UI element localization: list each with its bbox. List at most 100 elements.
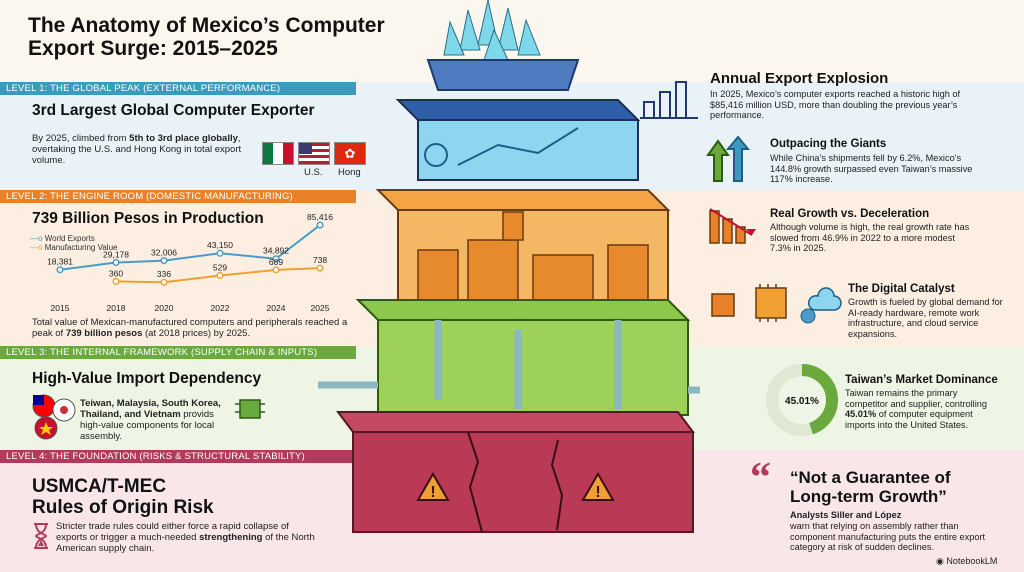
hourglass-icon (34, 523, 48, 549)
taiwan-text-bold: 45.01% (845, 409, 877, 419)
notebooklm-brand: ◉ NotebookLM (936, 556, 997, 567)
left3-text: Teiwan, Malaysia, South Korea, Thailand,… (80, 398, 230, 442)
data-point (160, 257, 168, 265)
data-label: 34,892 (263, 246, 289, 256)
svg-text:!: ! (430, 484, 435, 501)
data-label: 689 (269, 257, 283, 267)
level2-label: LEVEL 2: THE ENGINE ROOM (DOMESTIC MANUF… (0, 190, 356, 203)
left2-text-bold: 739 billion pesos (65, 328, 143, 339)
taiwan-share-donut: 45.01% (766, 364, 838, 436)
chip-cloud-icon (711, 284, 842, 324)
quote-text: warn that relying on assembly rather tha… (790, 521, 986, 552)
digital-catalyst-title: The Digital Catalyst (848, 283, 955, 295)
data-label: 29,178 (103, 250, 129, 260)
hk-flag-label: Hong (338, 167, 361, 178)
data-point (272, 255, 280, 263)
level3-room (377, 319, 689, 416)
annual-export-text: In 2025, Mexico’s computer exports reach… (710, 89, 961, 120)
quote-line1: “Not a Guarantee of (790, 468, 951, 487)
left1-heading: 3rd Largest Global Computer Exporter (32, 102, 315, 119)
left4-heading-line2: Rules of Origin Risk (32, 497, 214, 518)
data-point (316, 221, 324, 229)
quote-mark-icon: “ (750, 455, 771, 501)
data-point (216, 249, 224, 257)
pipes (318, 320, 700, 410)
data-label: 529 (213, 262, 227, 272)
left3-text-bold: Teiwan, Malaysia, South Korea, Thailand,… (80, 398, 221, 420)
left1-text: By 2025, climbed from 5th to 3rd place g… (32, 133, 242, 166)
donut-label: 45.01% (785, 396, 819, 407)
warning-icon: ! (416, 471, 450, 501)
cracks (467, 431, 564, 533)
legend-item-manufacturing: —o Manufacturing Value (30, 243, 118, 252)
data-point (112, 258, 120, 267)
asian-flags-icon (32, 394, 76, 440)
x-tick-label: 2020 (155, 303, 174, 313)
factory-machines (417, 211, 649, 301)
legend-item-exports: —o World Exports (30, 234, 95, 243)
chart-legend: —o World Exports —o Manufacturing Value (30, 234, 117, 252)
real-growth-text: Although volume is high, the real growth… (770, 222, 970, 253)
donut-share-arc (766, 364, 838, 436)
quote-heading: “Not a Guarantee of Long-term Growth” (790, 468, 951, 506)
data-point (216, 271, 224, 280)
digital-catalyst-text: Growth is fueled by global demand for AI… (848, 297, 1003, 339)
us-flag-icon (298, 142, 330, 165)
left4-text: Stricter trade rules could either force … (56, 521, 321, 554)
giants-text: While China’s shipments fell by 6.2%, Me… (770, 153, 973, 184)
declining-bars-icon (709, 208, 756, 244)
title-line2: Export Surge: 2015–2025 (28, 37, 278, 60)
level3-top (355, 299, 691, 321)
tower-illustration: ! ! (318, 0, 700, 533)
taiwan-text-a: Taiwan remains the primary competitor an… (845, 388, 987, 409)
level4-label: LEVEL 4: THE FOUNDATION (RISKS & STRUCTU… (0, 450, 356, 463)
data-label: 18,381 (47, 257, 73, 267)
arrows-up-icon (706, 135, 751, 182)
data-label: 43,150 (207, 240, 233, 250)
left1-text-c: , overtaking the U.S. and Hong Kong in t… (32, 133, 242, 166)
x-tick-label: 2015 (51, 303, 70, 313)
left4-text-bold: strengthening (199, 532, 263, 543)
left4-text-c: of the North American supply chain. (56, 532, 315, 554)
real-growth-title: Real Growth vs. Deceleration (770, 208, 930, 220)
data-label: 85,416 (307, 212, 333, 222)
svg-text:!: ! (595, 484, 600, 501)
x-tick-label: 2018 (107, 303, 126, 313)
data-point (56, 266, 64, 274)
quote-line2: Long-term Growth” (790, 487, 947, 506)
hong-kong-flag-icon: ✿ (334, 142, 366, 165)
trend-line-icon (457, 127, 579, 166)
giants-title: Outpacing the Giants (770, 138, 887, 150)
data-label: 360 (109, 268, 123, 278)
left1-text-a: By 2025, climbed from (32, 133, 130, 144)
level4-top (336, 411, 695, 433)
left2-text-a: Total value of Mexican-manufactured comp… (32, 317, 348, 339)
notebooklm-logo-icon: ◉ (936, 556, 944, 566)
taiwan-text-c: of computer equipment imports into the U… (845, 409, 973, 430)
left2-text: Total value of Mexican-manufactured comp… (32, 317, 352, 339)
annual-export-title: Annual Export Explosion (710, 70, 889, 87)
level1-label: LEVEL 1: THE GLOBAL PEAK (EXTERNAL PERFO… (0, 82, 356, 95)
page-title: The Anatomy of Mexico’s Computer Export … (28, 14, 448, 60)
data-label: 336 (157, 269, 171, 279)
left2-heading: 739 Billion Pesos in Production (32, 210, 264, 227)
data-point (160, 278, 168, 286)
legend-exports-label: World Exports (44, 234, 95, 243)
data-point (316, 264, 324, 272)
taiwan-text: Taiwan remains the primary competitor an… (845, 388, 1000, 430)
bar-growth-icon (640, 81, 698, 119)
taiwan-title: Taiwan’s Market Dominance (845, 374, 998, 386)
level1-block (395, 99, 641, 121)
quote-attribution: Analysts Siller and López (790, 510, 902, 520)
legend-manufacturing-label: Manufacturing Value (44, 243, 118, 252)
tower-cap (426, 59, 580, 91)
left4-heading-line1: USMCA/T-MEC (32, 476, 167, 497)
x-tick-label: 2024 (267, 303, 286, 313)
left2-text-c: (at 2018 prices) by 2025. (142, 328, 251, 339)
left3-heading: High-Value Import Dependency (32, 370, 262, 387)
globe-icon (424, 143, 448, 167)
left3-text-b: provids high-value components for local … (80, 409, 215, 442)
series-line-exports (59, 224, 321, 271)
x-tick-label: 2025 (311, 303, 330, 313)
